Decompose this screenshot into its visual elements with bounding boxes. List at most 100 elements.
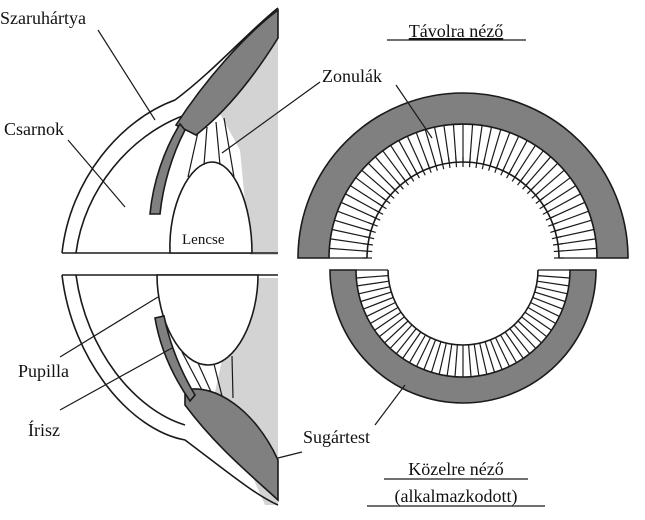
zonule-fiber (552, 210, 589, 226)
zonule-fiber (527, 306, 557, 325)
zonule-fiber (334, 219, 372, 232)
ciliary-body-far (174, 8, 279, 136)
ring-near (329, 269, 597, 404)
zonule-fiber (349, 185, 383, 207)
zonule-fiber (489, 339, 503, 370)
zonule-fiber (530, 301, 560, 317)
zonule-fiber (374, 311, 402, 331)
label-cornea: Szaruhártya (0, 8, 86, 28)
zonule-fiber (468, 344, 472, 377)
zonule-fiber (524, 311, 552, 331)
zonule-fiber (557, 238, 596, 245)
zonule-fiber (329, 247, 368, 252)
ring-far-ciliary (297, 92, 629, 259)
zonule-fiber (357, 280, 389, 287)
zonule-fiber (430, 341, 442, 373)
zonules-ring-near (356, 269, 570, 377)
zonule-fiber (406, 135, 424, 171)
lens-edge-near (387, 269, 539, 346)
zonule-fiber (345, 193, 379, 213)
zonule-fiber (558, 247, 597, 252)
zonule-fiber (539, 177, 571, 201)
zonule-fiber (446, 344, 453, 376)
zonule-fiber (330, 238, 369, 245)
zonule-fiber (398, 140, 418, 174)
zonule-fiber (489, 129, 502, 167)
zonule-fiber (537, 280, 569, 287)
zonule-fiber (520, 150, 544, 182)
ring-far (297, 92, 629, 259)
cornea-inner-far (75, 114, 186, 254)
cornea-outer-far (61, 7, 279, 254)
zonule-fiber (473, 344, 480, 376)
zonule-fiber (550, 201, 586, 219)
zonule-fiber (356, 275, 389, 279)
eye-section-far (61, 7, 279, 255)
label-pupil: Pupilla (18, 361, 69, 381)
zonule-fiber (532, 296, 563, 310)
zonule-fiber (402, 331, 422, 359)
zonule-fiber (395, 328, 417, 355)
zonule-fiber (384, 320, 409, 344)
zonule-fiber (424, 129, 437, 167)
label-iris: Írisz (28, 419, 60, 440)
zonule-fiber (554, 219, 592, 232)
zonule-fiber (389, 324, 413, 349)
cornea-inner-near (75, 274, 186, 426)
label-lens: Lencse (182, 232, 225, 248)
zonule-fiber (363, 296, 394, 310)
zonule-fiber (476, 125, 483, 164)
eye-section-near (61, 274, 279, 506)
zonule-fiber (408, 334, 427, 364)
zonule-fiber (509, 328, 531, 355)
zonule-fiber (556, 228, 595, 239)
lens-edge-far (366, 161, 560, 259)
title-far: Távolra néző (409, 21, 503, 41)
zonule-fiber (416, 337, 432, 367)
zonule-fiber (360, 291, 392, 303)
zonule-fiber (443, 125, 450, 164)
title-near-line1: Közelre néző (408, 459, 503, 479)
zonule-fiber (535, 286, 568, 295)
zonule-fiber (525, 156, 552, 186)
zonule-fiber (494, 337, 510, 367)
zonules-near (181, 351, 234, 399)
zonule-fiber (499, 334, 518, 364)
label-ciliary-body: Sugártest (303, 427, 370, 447)
zonule-fiber (495, 132, 511, 169)
zonule-fiber (452, 124, 457, 163)
zonule-fiber (543, 185, 577, 207)
zonule-fiber (469, 124, 474, 163)
zonule-fiber (390, 144, 412, 178)
label-zonules: Zonulák (322, 66, 382, 86)
zonule-fiber (433, 126, 444, 165)
iris-near (154, 315, 196, 403)
zonule-fiber (547, 193, 581, 213)
ring-near-ciliary (329, 269, 597, 404)
zonule-fiber (361, 169, 391, 196)
iris-far (149, 122, 186, 215)
zonule-fiber (415, 132, 431, 169)
zonule-fiber (438, 342, 447, 375)
zonule-fiber (479, 342, 488, 375)
zonule-fiber (482, 126, 493, 165)
zonule-fiber (374, 156, 401, 186)
zonule-fiber (378, 316, 405, 338)
zonule-fiber (530, 162, 559, 191)
ciliary-body-near (184, 388, 279, 502)
zonule-fiber (484, 341, 496, 373)
zonule-fiber (331, 228, 370, 239)
zonule-fiber (517, 320, 542, 344)
zonule-fiber (521, 316, 548, 338)
cornea-outer-near (61, 274, 279, 506)
zonule-fiber (535, 169, 565, 196)
zonule-fiber (537, 275, 570, 279)
zonule-fiber (513, 324, 537, 349)
zonule-fiber (382, 150, 406, 182)
vitreous-far (208, 8, 278, 255)
zonule-fiber (423, 339, 437, 370)
label-anterior-chamber: Csarnok (4, 119, 64, 139)
zonule-fiber (366, 301, 396, 317)
zonule-fiber (534, 291, 566, 303)
